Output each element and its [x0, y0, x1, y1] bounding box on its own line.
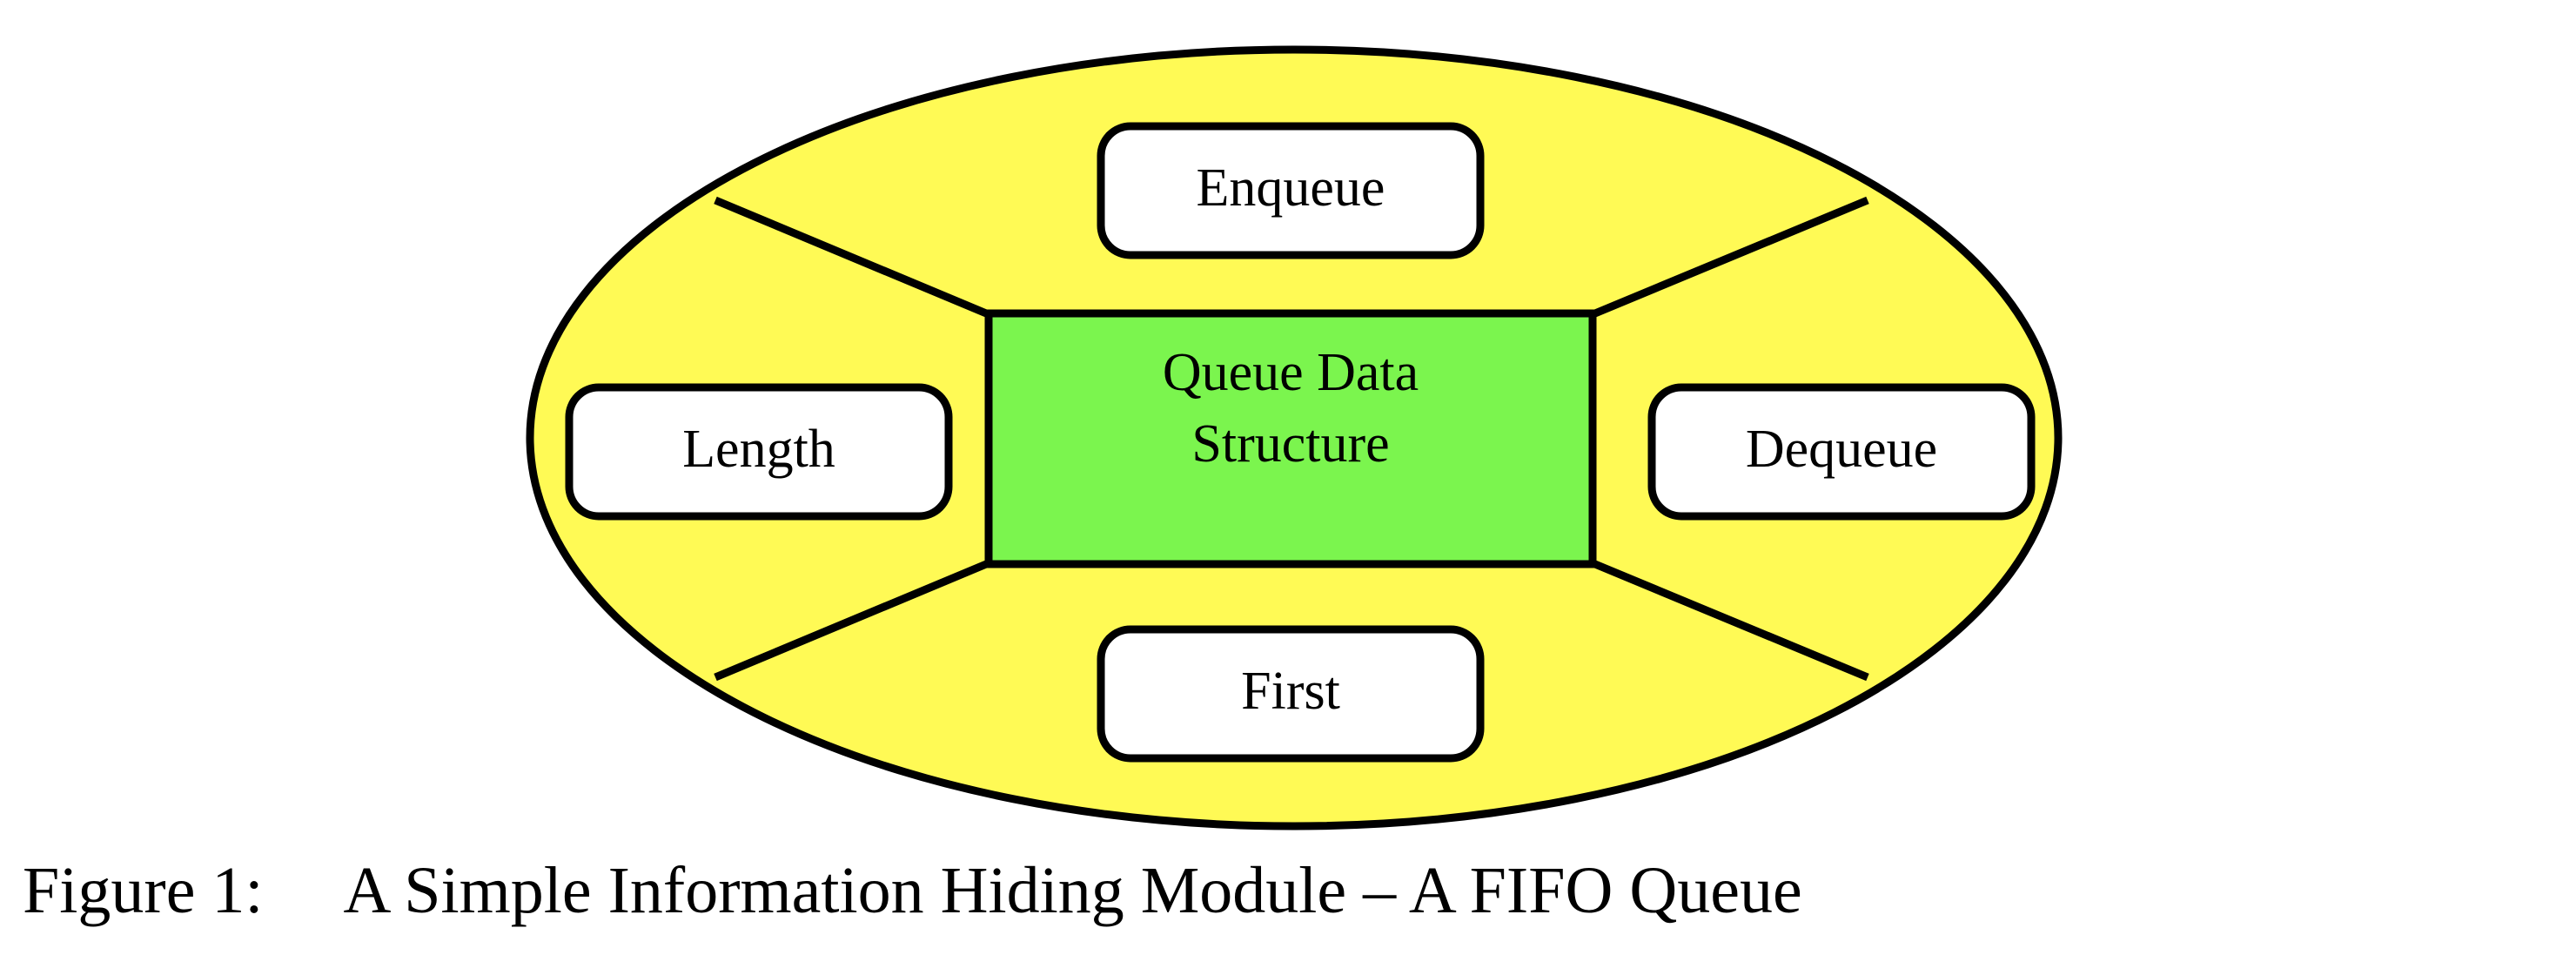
- operation-first[interactable]: First: [1097, 625, 1485, 763]
- core-label-line2: Structure: [1191, 414, 1389, 474]
- spoke-bottom-left-line: [714, 558, 992, 682]
- spoke-top-right-line: [1589, 196, 1869, 319]
- operation-dequeue-box[interactable]: [1647, 383, 2036, 521]
- operation-length-box[interactable]: [565, 383, 953, 521]
- core-label-line1: Queue Data: [1163, 343, 1419, 402]
- information-hiding-module-diagram: Queue Data Structure Enqueue Dequeue Fir…: [526, 45, 2063, 830]
- operation-dequeue-label: Dequeue: [1746, 420, 1937, 479]
- operation-enqueue-label: Enqueue: [1197, 158, 1385, 218]
- figure-caption-title: A Simple Information Hiding Module – A F…: [343, 854, 1802, 927]
- figure-caption: Figure 1: A Simple Information Hiding Mo…: [0, 857, 2576, 975]
- operation-enqueue-box[interactable]: [1097, 122, 1485, 259]
- operation-enqueue[interactable]: Enqueue: [1097, 122, 1485, 259]
- spoke-bottom-right-line: [1589, 558, 1869, 682]
- operation-dequeue[interactable]: Dequeue: [1647, 383, 2036, 521]
- core-rect: [984, 309, 1597, 568]
- core-queue-data-structure: Queue Data Structure: [984, 309, 1597, 568]
- operation-length[interactable]: Length: [565, 383, 953, 521]
- operation-first-label: First: [1241, 662, 1340, 721]
- operation-first-box[interactable]: [1097, 625, 1485, 763]
- spoke-top-left-line: [714, 196, 992, 319]
- operation-length-label: Length: [682, 420, 835, 479]
- figure-caption-label: Figure 1:: [23, 854, 264, 927]
